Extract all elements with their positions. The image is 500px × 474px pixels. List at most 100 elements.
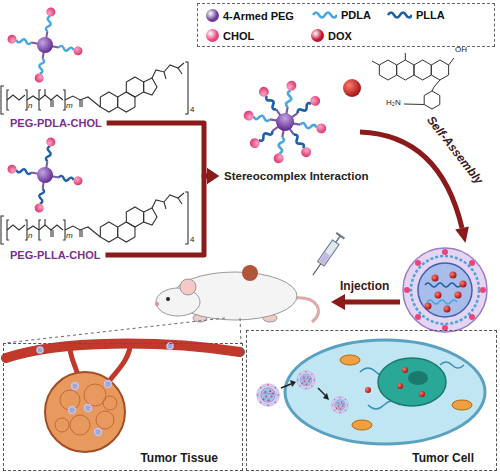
tumor-tissue-art-part	[110, 347, 130, 380]
tumor-cell-art-part	[323, 393, 329, 400]
tumor-tissue-art-part	[71, 382, 79, 390]
dox-molecule-part-part	[432, 80, 440, 91]
node-text: Tumor Tissue	[140, 451, 218, 465]
molecule-plla	[1, 137, 188, 244]
legend-swatch	[206, 9, 219, 22]
syringe-part	[336, 233, 344, 239]
tumor-cell-art-part	[285, 340, 485, 444]
legend-item: DOX	[311, 29, 352, 42]
dox-molecule-part-part	[404, 104, 424, 106]
flow-arrow-line	[105, 176, 209, 255]
tumor-cell-art-part	[408, 371, 428, 385]
flow-arrow	[105, 168, 219, 255]
tumor-tissue-art	[6, 342, 240, 452]
molecule-plla-part	[1, 192, 188, 244]
micelle	[403, 248, 487, 332]
molecule-pdla	[1, 7, 188, 114]
arrow-label: Self-Assembly	[425, 114, 485, 187]
formula-label: OH	[455, 46, 467, 54]
dox-molecule-part	[343, 79, 361, 97]
syringe-part	[318, 240, 339, 266]
tumor-cell-art	[257, 340, 485, 444]
legend-text: 4-Armed PEG	[223, 10, 294, 22]
tumor-tissue-art-part	[104, 380, 112, 388]
tumor-cell-art-part	[290, 380, 296, 387]
tumor-cell-art-part	[397, 383, 403, 389]
formula-label: m	[66, 232, 73, 240]
formula-label: 4	[190, 106, 194, 114]
zoom-panel: Tumor Cell	[246, 330, 497, 471]
legend-text: PLLA	[416, 9, 445, 21]
dox-molecule-part-part	[414, 60, 431, 80]
arrow-head	[207, 168, 219, 184]
molecule-plla-part	[100, 193, 184, 242]
micelle-part	[403, 248, 487, 332]
molecule-pdla-part	[1, 62, 188, 114]
dox-molecule-part-part	[379, 60, 396, 80]
tumor-cell-art-part	[378, 358, 446, 406]
legend-squiggle-line	[313, 13, 337, 18]
mouse-part	[166, 297, 170, 301]
legend-text: DOX	[328, 30, 352, 42]
process-label: Stereocomplex Interaction	[222, 169, 370, 183]
molecule-label: PEG-PLLA-CHOL	[8, 248, 102, 262]
syringe-part	[336, 236, 341, 243]
zoom-panel: Tumor Tissue	[3, 343, 243, 471]
legend-swatch	[311, 29, 324, 42]
syringe-part	[319, 252, 330, 264]
dox-molecule-part-part	[424, 91, 440, 109]
dox-molecule-part-part	[405, 53, 406, 60]
molecule-pdla-part	[7, 7, 83, 83]
legend-swatch	[206, 29, 219, 42]
mouse	[155, 265, 318, 322]
molecule-label: PEG-PDLA-CHOL	[8, 116, 104, 130]
node-text: Tumor Cell	[412, 451, 474, 465]
formula-label: H₂N	[386, 99, 401, 107]
dox-molecule-part-part	[449, 58, 454, 65]
tumor-tissue-art-part	[84, 404, 92, 412]
tumor-tissue-art-part-part	[103, 396, 117, 410]
tumor-cell-art-part	[318, 388, 326, 396]
tumor-cell-art-part	[332, 397, 349, 414]
tumor-tissue-art-part	[45, 372, 125, 452]
arrow-head	[207, 168, 219, 184]
dox-molecule-part	[372, 53, 454, 109]
legend-item: 4-Armed PEG	[206, 9, 294, 22]
formula-label: m	[66, 102, 73, 110]
legend-squiggle	[386, 9, 412, 21]
tumor-tissue-art-part-part	[70, 415, 90, 435]
tumor-cell-art-part	[281, 384, 291, 388]
dox-molecule-part-part	[372, 61, 379, 65]
mouse-part	[155, 302, 159, 306]
node-text: PEG-PLLA-CHOL	[10, 249, 100, 261]
flow-arrow-line	[107, 123, 209, 176]
tumor-cell-art-part	[352, 420, 372, 430]
molecule-pdla-part	[100, 63, 184, 112]
dox-molecule-part-part	[431, 60, 448, 80]
tumor-cell-art-part	[402, 367, 408, 373]
tumor-cell-art-part	[297, 371, 315, 389]
node-text: Stereocomplex Interaction	[224, 170, 368, 182]
legend-text: CHOL	[223, 30, 254, 42]
node-text: PEG-PDLA-CHOL	[10, 117, 102, 129]
stereocomplex-star	[226, 63, 345, 182]
formula-label: n	[28, 232, 32, 240]
mouse-part	[180, 279, 196, 295]
tumor-tissue-art-part	[6, 344, 240, 358]
injection-arrow-part	[344, 300, 400, 305]
legend-squiggle-line	[388, 13, 412, 18]
tumor-cell-art-part	[452, 400, 472, 410]
legend-box: 4-Armed PEG PDLA PLLA CHOL DOX	[197, 3, 495, 47]
legend-item: CHOL	[206, 29, 254, 42]
tumor-cell-art-part	[419, 391, 425, 397]
stereocomplex-star-part	[226, 63, 345, 182]
legend-item: PDLA	[311, 9, 371, 21]
injection-arrow-part	[331, 294, 345, 310]
tumor-tissue-art-part	[55, 384, 117, 435]
injection-arrow	[331, 294, 400, 310]
tumor-cell-art-part	[340, 355, 360, 365]
tumor-tissue-art-part	[94, 428, 102, 436]
zoom-lines-part	[240, 318, 241, 343]
molecule-plla-part	[7, 137, 83, 213]
